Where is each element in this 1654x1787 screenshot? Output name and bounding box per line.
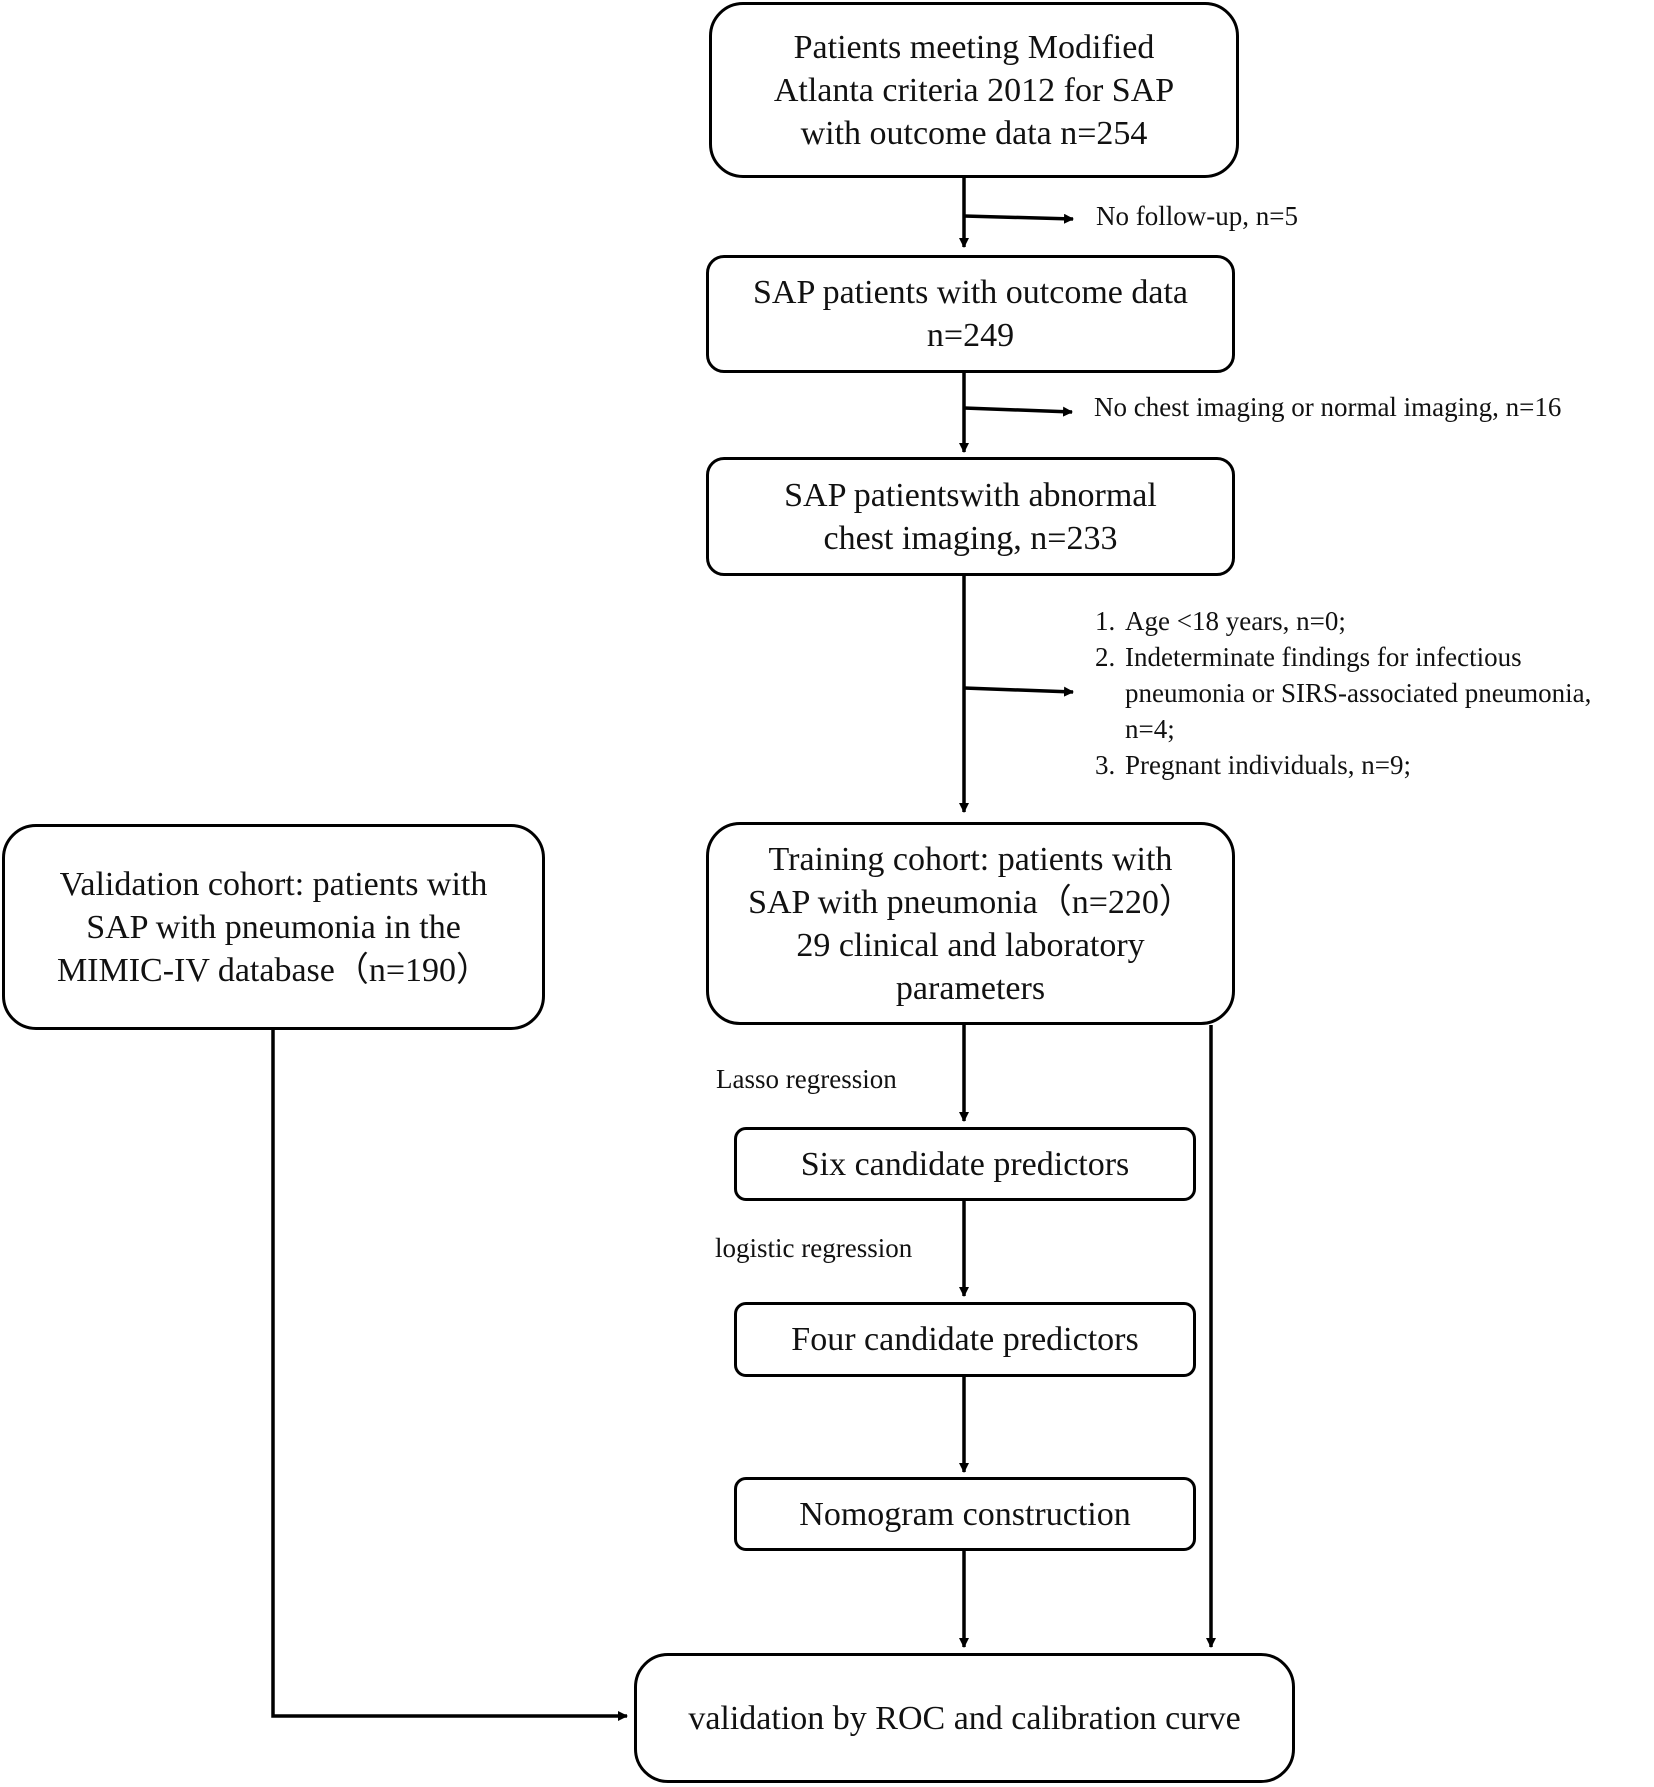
arrow-exclude-followup	[963, 213, 1074, 224]
final-validation-text: validation by ROC and calibration curve	[688, 1699, 1241, 1737]
four-predictors-box: Four candidate predictors	[734, 1302, 1196, 1377]
nomogram-box: Nomogram construction	[734, 1477, 1196, 1551]
outcome-box-text: SAP patients with outcome data n=249	[752, 274, 1188, 354]
training-cohort-text: Training cohort: patients with SAP with …	[748, 840, 1193, 1007]
six-predictors-box: Six candidate predictors	[734, 1127, 1196, 1201]
arrow-exclude-criteria	[963, 686, 1074, 697]
exclusion-criteria-list: 1.Age <18 years, n=0; 2.Indeterminate fi…	[1095, 603, 1591, 783]
six-predictors-text: Six candidate predictors	[800, 1145, 1130, 1183]
exclusion-criterion: 2.Indeterminate findings for infectious …	[1095, 642, 1592, 744]
final-validation-box: validation by ROC and calibration curve	[634, 1653, 1295, 1783]
validation-cohort-text: Validation cohort: patients with SAP wit…	[56, 865, 491, 989]
exclusion-no-followup: No follow-up, n=5	[1096, 201, 1298, 231]
initial-box: Patients meeting Modified Atlanta criter…	[709, 2, 1239, 178]
arrow-exclude-imaging	[963, 406, 1073, 417]
method-lasso-label: Lasso regression	[716, 1064, 897, 1094]
arrow-validation-to-final	[271, 1030, 628, 1721]
exclusion-criterion: 1.Age <18 years, n=0;	[1095, 606, 1346, 636]
four-predictors-text: Four candidate predictors	[791, 1321, 1139, 1358]
imaging-box: SAP patientswith abnormal chest imaging,…	[706, 457, 1235, 576]
outcome-box: SAP patients with outcome data n=249	[706, 255, 1235, 373]
exclusion-criterion: 3.Pregnant individuals, n=9;	[1095, 750, 1411, 780]
initial-box-text: Patients meeting Modified Atlanta criter…	[773, 28, 1175, 152]
method-logistic-label: logistic regression	[715, 1233, 913, 1263]
nomogram-text: Nomogram construction	[799, 1495, 1131, 1533]
training-cohort-box: Training cohort: patients with SAP with …	[706, 822, 1235, 1025]
imaging-box-text: SAP patientswith abnormal chest imaging,…	[784, 476, 1157, 557]
validation-cohort-box: Validation cohort: patients with SAP wit…	[2, 824, 545, 1030]
exclusion-no-imaging: No chest imaging or normal imaging, n=16	[1094, 392, 1562, 422]
